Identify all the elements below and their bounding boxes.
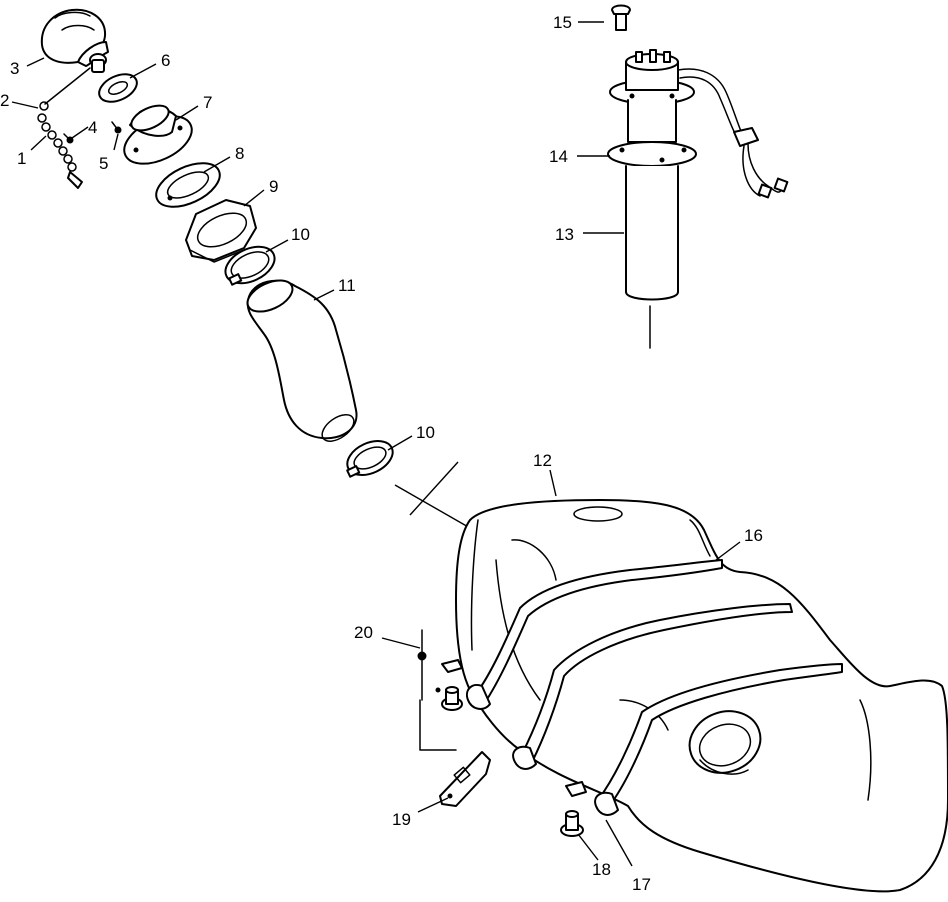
callout-19: 19	[392, 810, 411, 829]
callout-8: 8	[235, 144, 244, 163]
callout-15: 15	[553, 13, 572, 32]
ring-gasket-8	[155, 162, 221, 208]
leader-lines	[11, 21, 741, 867]
hose-clamp-upper	[224, 245, 276, 286]
callout-7: 7	[203, 93, 212, 112]
hex-nut-9	[185, 199, 257, 263]
callout-20: 20	[354, 623, 373, 642]
bolt-20	[417, 629, 457, 751]
callout-11: 11	[338, 276, 356, 295]
callout-4: 4	[88, 118, 97, 137]
gasket-6	[98, 73, 138, 103]
callout-2: 2	[0, 91, 9, 110]
callout-9: 9	[269, 177, 278, 196]
filler-neck-flange	[123, 104, 193, 165]
callout-17: 17	[632, 875, 651, 894]
callout-6: 6	[161, 51, 170, 70]
callout-10-upper: 10	[291, 225, 310, 244]
callout-18: 18	[592, 860, 611, 879]
callout-12: 12	[533, 451, 552, 470]
callout-5: 5	[99, 154, 108, 173]
tank-strap	[466, 559, 843, 816]
center-line	[394, 484, 471, 529]
hose-clamp-lower	[346, 440, 394, 478]
grommet-rear	[560, 781, 587, 837]
callout-14: 14	[549, 147, 568, 166]
fuel-sender	[607, 4, 789, 349]
screw-4	[63, 133, 74, 144]
callout-13: 13	[555, 225, 574, 244]
callout-16: 16	[744, 526, 763, 545]
filler-cap	[40, 8, 109, 73]
callout-3: 3	[10, 59, 19, 78]
mounting-bracket	[439, 751, 491, 807]
grommet-front	[435, 659, 463, 711]
screw-5	[111, 121, 122, 134]
callout-10-lower: 10	[416, 423, 435, 442]
filler-hose	[246, 279, 358, 442]
break-mark	[409, 461, 459, 516]
tether-chain	[37, 67, 91, 189]
callout-1: 1	[17, 149, 26, 168]
